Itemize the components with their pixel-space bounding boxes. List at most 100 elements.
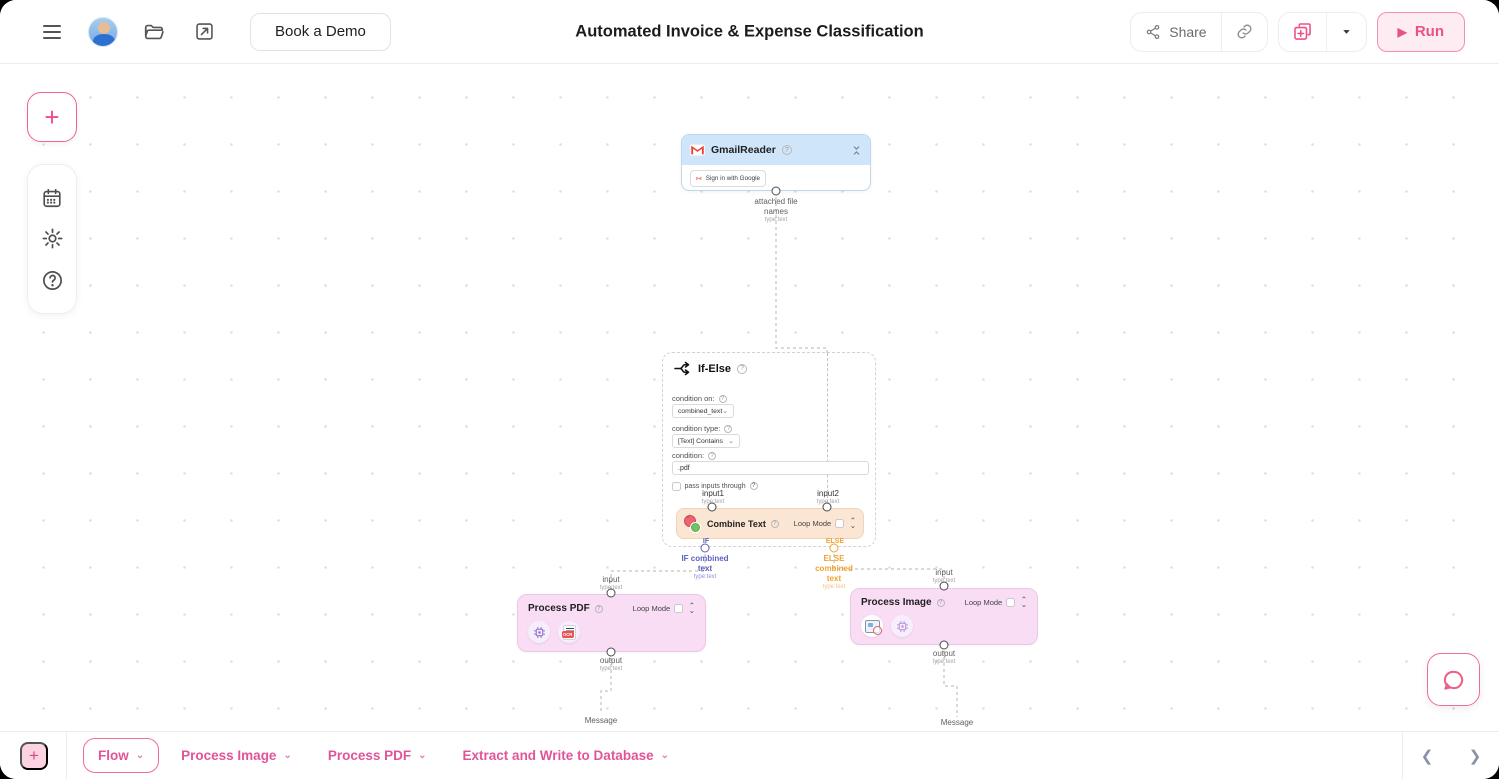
process-image-steps: [861, 615, 1027, 637]
share-icon: [1146, 24, 1160, 39]
condition-on-select[interactable]: combined_text ⌄: [672, 404, 734, 418]
expand-collapse-icon[interactable]: ⌃⌄: [849, 516, 856, 530]
process-pdf-help-icon[interactable]: ?: [594, 604, 603, 613]
duplicate-dropdown-button[interactable]: [1325, 12, 1366, 51]
pdf-loop-label: Loop Mode: [632, 604, 671, 613]
process-image-node[interactable]: Process Image ? Loop Mode ⌃⌄: [850, 588, 1038, 645]
select-caret-icon: ⌄: [722, 408, 729, 415]
settings-gear-icon[interactable]: [38, 225, 66, 253]
pdf-output-handle[interactable]: [606, 647, 616, 657]
tab-process-pdf[interactable]: Process PDF ⌄: [314, 739, 441, 772]
flow-canvas[interactable]: + GmailRead: [0, 64, 1499, 731]
run-label: Run: [1414, 23, 1444, 40]
else-output-handle[interactable]: [829, 543, 839, 553]
process-pdf-node[interactable]: Process PDF ? Loop Mode ⌃⌄ OCR: [517, 594, 706, 652]
schedule-calendar-icon[interactable]: [38, 184, 66, 212]
pdf-loop-checkbox[interactable]: [674, 604, 683, 613]
pdf-input-handle[interactable]: [606, 588, 616, 598]
image-input-text: input: [935, 568, 953, 577]
process-image-loop-mode: Loop Mode ⌃⌄: [965, 595, 1027, 609]
condition-type-select[interactable]: [Text] Contains ⌄: [672, 434, 740, 448]
input2-handle[interactable]: [822, 502, 832, 512]
pass-inputs-help-icon[interactable]: ?: [749, 482, 758, 491]
if-tag: IF: [702, 538, 710, 545]
gmail-output-handle[interactable]: [771, 186, 781, 196]
else-output-line3: text: [826, 574, 842, 583]
share-button[interactable]: Share: [1131, 13, 1220, 51]
run-button[interactable]: ▶ Run: [1376, 11, 1465, 52]
chevron-down-icon: ⌄: [135, 750, 145, 761]
gmail-help-icon[interactable]: ?: [781, 145, 792, 155]
process-image-help-icon[interactable]: ?: [936, 598, 945, 607]
condition-type-help-icon[interactable]: ?: [724, 424, 733, 433]
export-external-link-icon[interactable]: [190, 18, 218, 46]
tab-extract-label: Extract and Write to Database: [462, 748, 654, 763]
condition-on-help-icon[interactable]: ?: [718, 394, 727, 403]
link-icon: [1237, 24, 1252, 39]
collapse-node-icon[interactable]: [851, 145, 862, 156]
if-output-label: IF combined text type:text: [681, 554, 728, 582]
image-input-handle[interactable]: [939, 581, 949, 591]
left-toolbar: [27, 164, 77, 314]
condition-help-icon[interactable]: ?: [708, 451, 717, 460]
if-output-handle[interactable]: [700, 543, 710, 553]
add-subflow-button[interactable]: +: [20, 741, 48, 770]
gmail-icon: [690, 144, 705, 156]
share-group: Share: [1130, 11, 1268, 52]
process-pdf-title: Process PDF: [528, 603, 590, 614]
else-output-label: ELSE combined text type:text: [815, 554, 853, 592]
google-signin-button[interactable]: Sign in with Google: [690, 170, 766, 187]
message-node-label-left: Message: [584, 716, 618, 725]
image-analysis-icon[interactable]: [861, 615, 883, 637]
pdf-output-label: output type:text: [600, 656, 623, 674]
copy-link-button[interactable]: [1220, 12, 1267, 51]
condition-input[interactable]: .pdf: [672, 461, 869, 475]
gmail-output-line1: attached file: [754, 197, 798, 206]
next-tabs-chevron[interactable]: ❯: [1468, 747, 1482, 765]
else-output-type: type:text: [822, 584, 846, 590]
expand-collapse-icon[interactable]: ⌃⌄: [688, 601, 695, 615]
image-loop-checkbox[interactable]: [1006, 598, 1015, 607]
share-label: Share: [1169, 23, 1207, 40]
condition-label: condition: ?: [672, 451, 717, 460]
ai-chip-icon[interactable]: [891, 615, 913, 637]
tab-process-pdf-label: Process PDF: [327, 748, 412, 763]
prev-tabs-chevron[interactable]: ❮: [1420, 747, 1434, 765]
combine-help-icon[interactable]: ?: [770, 519, 779, 528]
input1-handle[interactable]: [707, 502, 717, 512]
combine-text-icon: [684, 514, 702, 533]
duplicate-flow-button[interactable]: [1279, 13, 1326, 51]
pdf-output-text: output: [599, 656, 623, 665]
user-avatar[interactable]: [88, 16, 118, 47]
process-pdf-header: Process PDF ? Loop Mode ⌃⌄: [528, 601, 695, 615]
combine-text-node[interactable]: Combine Text ? Loop Mode ⌃⌄: [676, 508, 864, 539]
help-circle-icon[interactable]: [38, 266, 66, 294]
if-output-line2: text: [697, 564, 713, 573]
tab-flow[interactable]: Flow ⌄: [83, 738, 160, 773]
image-output-handle[interactable]: [939, 640, 949, 650]
gmail-node-title: GmailReader: [711, 144, 776, 156]
combine-loop-checkbox[interactable]: [835, 519, 844, 528]
chat-assistant-button[interactable]: [1427, 653, 1480, 706]
gmail-reader-node[interactable]: GmailReader ? Sign in with Google: [681, 134, 871, 191]
expand-collapse-icon[interactable]: ⌃⌄: [1020, 595, 1027, 609]
if-else-title: If-Else: [698, 362, 732, 375]
folder-icon[interactable]: [140, 18, 168, 46]
ai-chip-icon[interactable]: [528, 621, 550, 643]
add-node-button[interactable]: +: [27, 92, 77, 142]
else-tag: ELSE: [825, 538, 845, 545]
pass-inputs-checkbox[interactable]: [672, 482, 681, 491]
tab-process-image[interactable]: Process Image ⌄: [167, 739, 306, 772]
pass-inputs-label: pass inputs through: [684, 482, 746, 490]
condition-type-label: condition type: ?: [672, 424, 733, 433]
gmail-output-label: attached file names type:text: [754, 197, 797, 225]
menu-hamburger-icon[interactable]: [38, 18, 66, 46]
tab-flow-label: Flow: [98, 748, 129, 763]
if-else-node[interactable]: If-Else ? condition on: ? combined_text …: [662, 352, 876, 547]
if-else-help-icon[interactable]: ?: [737, 363, 748, 374]
book-demo-button[interactable]: Book a Demo: [250, 12, 391, 51]
gmail-icon-small: [696, 176, 702, 180]
tab-extract-write-database[interactable]: Extract and Write to Database ⌄: [449, 739, 683, 772]
condition-on-text: condition on:: [672, 394, 715, 403]
ocr-document-icon[interactable]: OCR: [558, 621, 580, 643]
